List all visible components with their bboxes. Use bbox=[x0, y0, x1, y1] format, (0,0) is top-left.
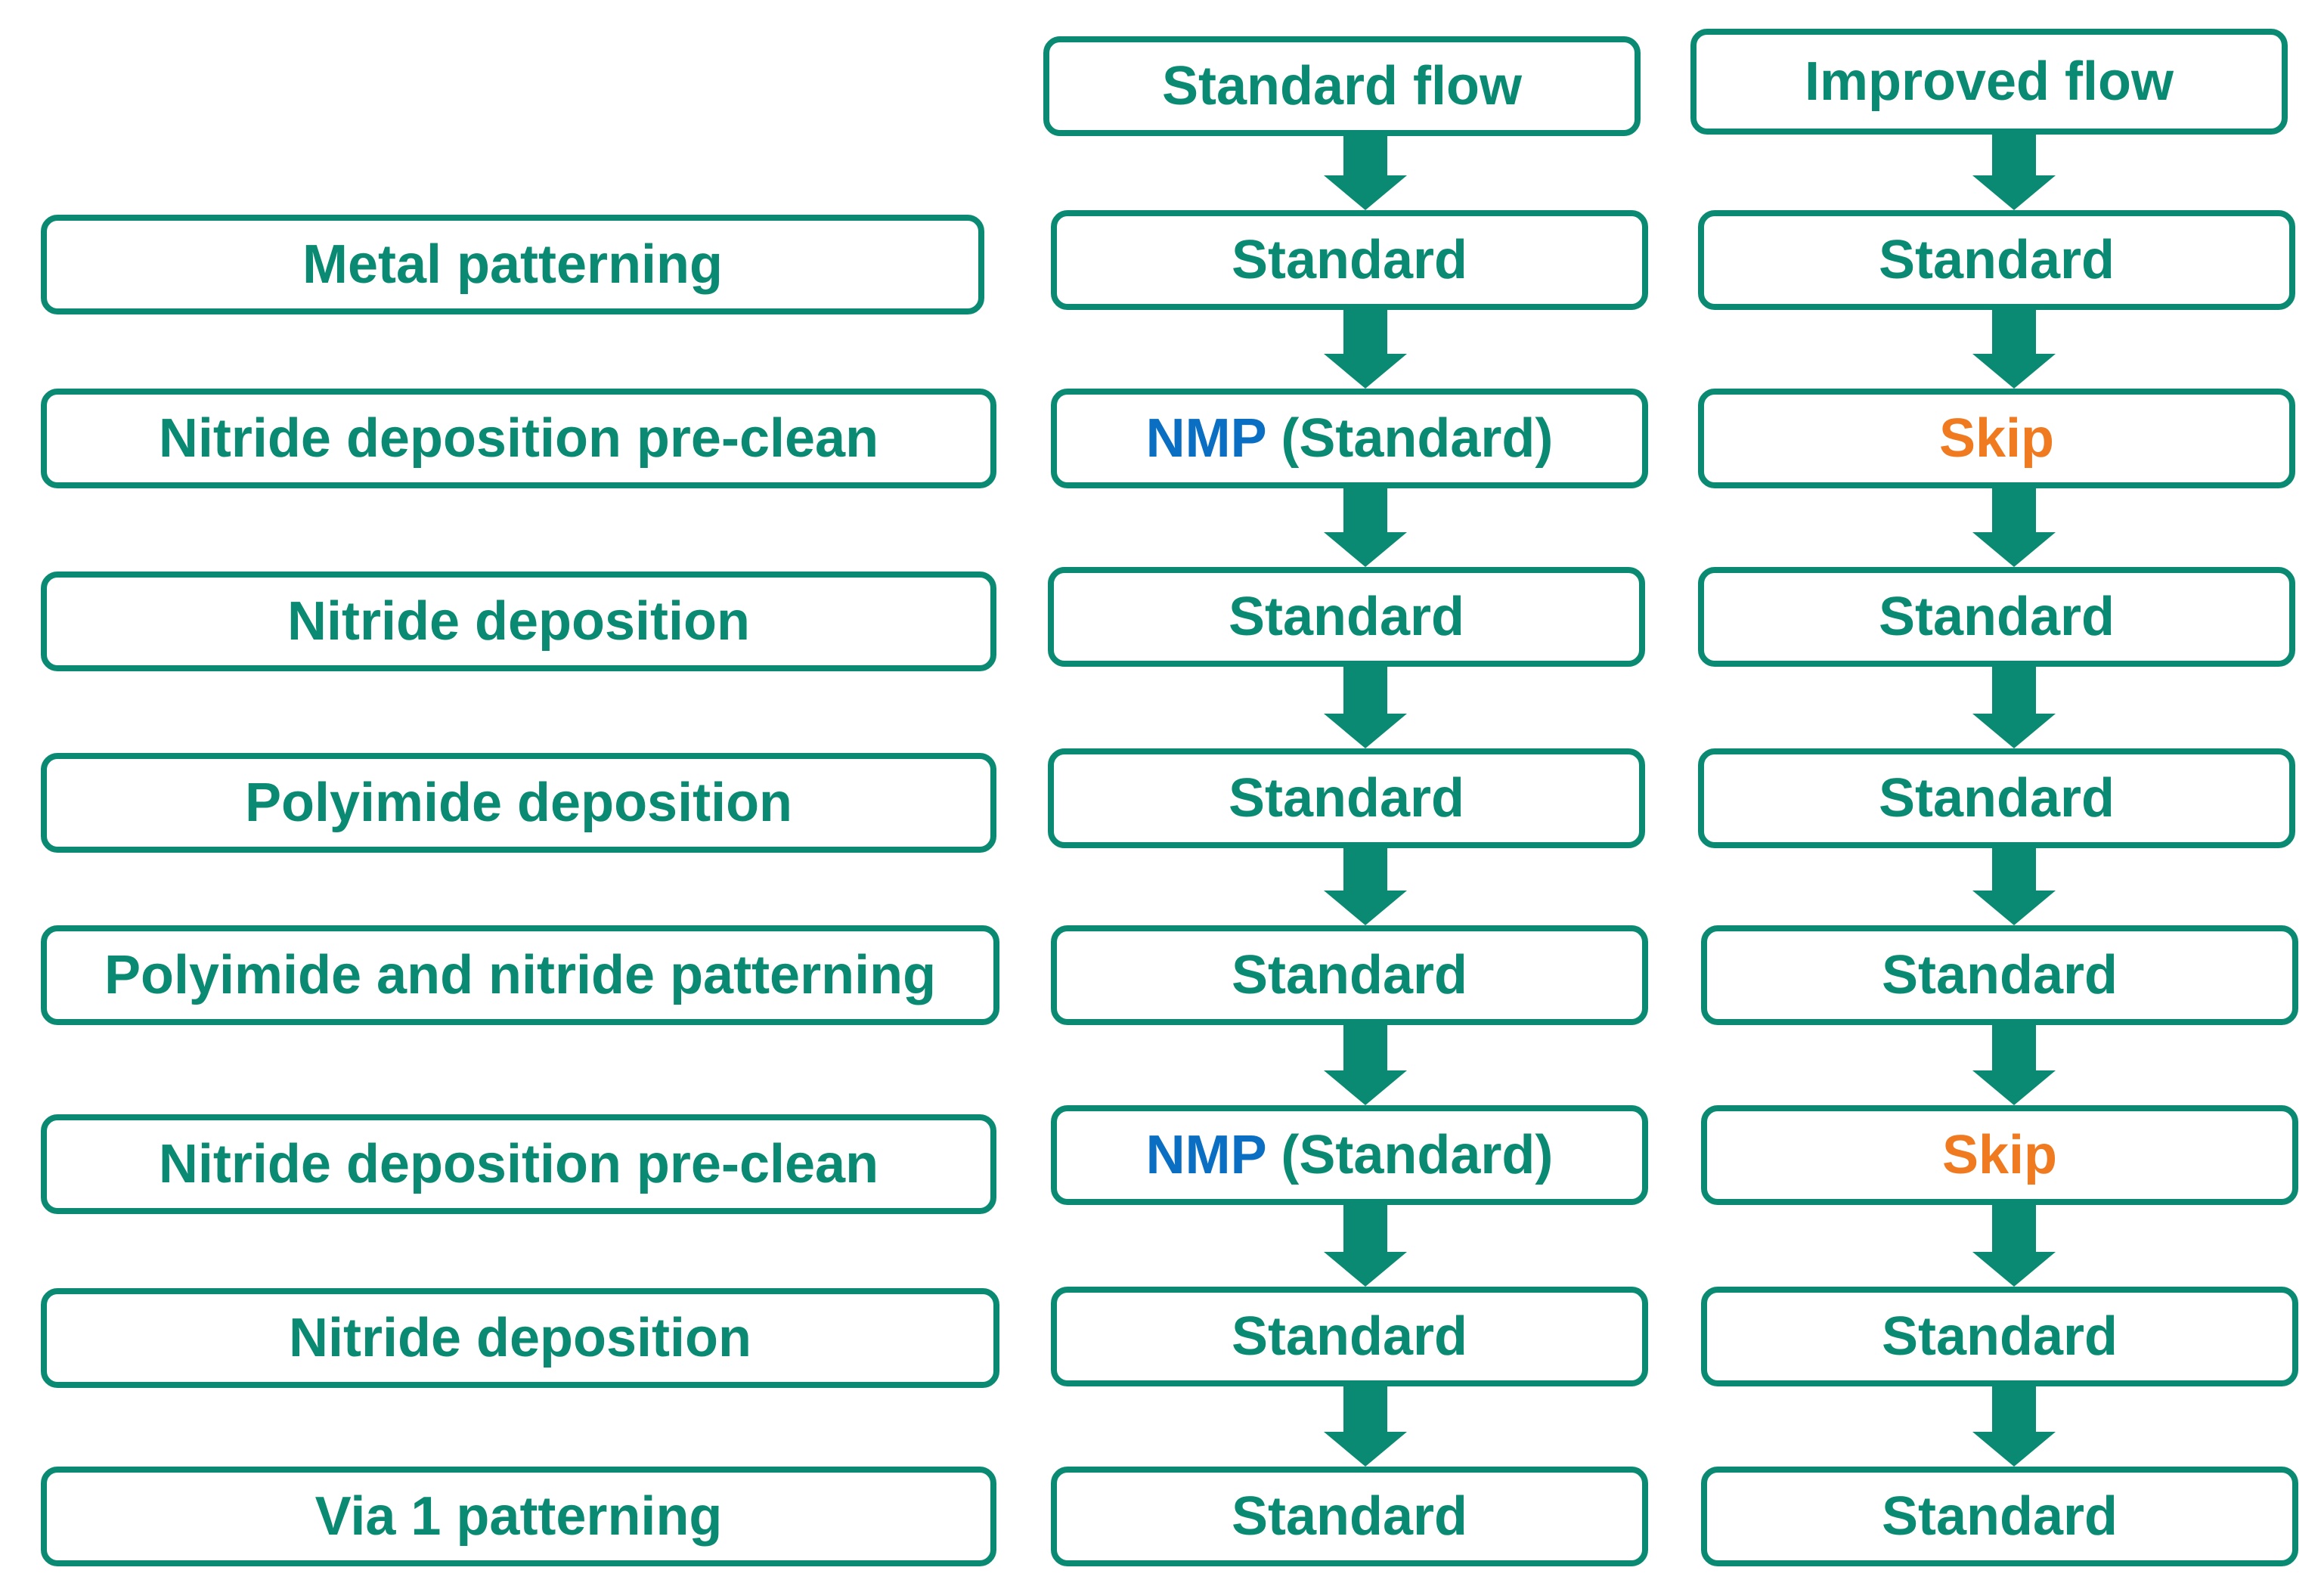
standard-flow-header-label: Standard flow bbox=[1161, 56, 1522, 116]
nmp-label: NMP bbox=[1145, 1125, 1266, 1185]
down-arrow-icon bbox=[1972, 310, 2056, 389]
step-label-box: Nitride deposition bbox=[41, 1288, 999, 1388]
step-label: Nitride deposition pre-clean bbox=[158, 1134, 879, 1194]
down-arrow-icon bbox=[1972, 1025, 2056, 1105]
standard-step-box: Standard bbox=[1051, 1287, 1648, 1386]
standard-step-text: Standard bbox=[1231, 1486, 1468, 1547]
down-arrow-icon bbox=[1972, 848, 2056, 925]
standard-step-box: Standard bbox=[1051, 925, 1648, 1025]
standard-note: (Standard) bbox=[1266, 1125, 1554, 1185]
step-label-box: Via 1 patterning bbox=[41, 1467, 996, 1566]
improved-step-text: Standard bbox=[1878, 230, 2115, 290]
step-label: Metal patterning bbox=[302, 234, 724, 295]
improved-step-box: Standard bbox=[1701, 1287, 2298, 1386]
standard-step-box: Standard bbox=[1051, 1467, 1648, 1566]
step-label: Polyimide and nitride patterning bbox=[104, 945, 937, 1005]
improved-flow-header: Improved flow bbox=[1690, 29, 2288, 135]
down-arrow-icon bbox=[1972, 135, 2056, 210]
down-arrow-icon bbox=[1972, 1205, 2056, 1287]
step-label: Nitride deposition bbox=[289, 1308, 751, 1368]
step-label-box: Polyimide deposition bbox=[41, 753, 996, 853]
improved-step-box: Skip bbox=[1701, 1105, 2298, 1205]
standard-step-box: NMP (Standard) bbox=[1051, 1105, 1648, 1205]
standard-step-text: Standard bbox=[1228, 768, 1465, 829]
step-label: Nitride deposition bbox=[287, 591, 750, 652]
improved-step-box: Standard bbox=[1698, 567, 2295, 667]
down-arrow-icon bbox=[1324, 848, 1407, 925]
improved-step-box: Skip bbox=[1698, 389, 2295, 488]
standard-step-text: Standard bbox=[1231, 1306, 1468, 1367]
step-label-box: Metal patterning bbox=[41, 215, 984, 314]
improved-step-box: Standard bbox=[1698, 210, 2295, 310]
down-arrow-icon bbox=[1324, 310, 1407, 389]
standard-step-box: NMP (Standard) bbox=[1051, 389, 1648, 488]
standard-step-box: Standard bbox=[1051, 210, 1648, 310]
step-label: Nitride deposition pre-clean bbox=[158, 408, 879, 469]
improved-step-box: Standard bbox=[1701, 925, 2298, 1025]
standard-step-text: Standard bbox=[1228, 587, 1465, 647]
step-label: Polyimide deposition bbox=[244, 773, 793, 833]
improved-step-box: Standard bbox=[1698, 748, 2295, 848]
step-label: Via 1 patterning bbox=[315, 1486, 723, 1547]
down-arrow-icon bbox=[1972, 488, 2056, 567]
step-label-box: Nitride deposition pre-clean bbox=[41, 389, 996, 488]
down-arrow-icon bbox=[1324, 1205, 1407, 1287]
step-label-box: Nitride deposition pre-clean bbox=[41, 1114, 996, 1214]
improved-step-text: Standard bbox=[1878, 768, 2115, 829]
down-arrow-icon bbox=[1324, 136, 1407, 210]
down-arrow-icon bbox=[1324, 488, 1407, 567]
improved-step-text: Standard bbox=[1881, 1306, 2118, 1367]
step-label-box: Nitride deposition bbox=[41, 572, 996, 671]
standard-step-text: NMP (Standard) bbox=[1146, 1124, 1554, 1186]
down-arrow-icon bbox=[1324, 1386, 1407, 1467]
improved-step-text: Standard bbox=[1878, 587, 2115, 647]
down-arrow-icon bbox=[1324, 667, 1407, 748]
skip-label: Skip bbox=[1938, 408, 2055, 469]
standard-step-text: Standard bbox=[1231, 230, 1468, 290]
down-arrow-icon bbox=[1972, 667, 2056, 748]
standard-step-box: Standard bbox=[1048, 567, 1645, 667]
standard-step-text: NMP (Standard) bbox=[1146, 407, 1554, 469]
skip-label: Skip bbox=[1941, 1125, 2058, 1185]
improved-step-text: Standard bbox=[1881, 1486, 2118, 1547]
nmp-label: NMP bbox=[1145, 408, 1266, 469]
step-label-box: Polyimide and nitride patterning bbox=[41, 925, 999, 1025]
down-arrow-icon bbox=[1972, 1386, 2056, 1467]
improved-step-box: Standard bbox=[1701, 1467, 2298, 1566]
standard-flow-header: Standard flow bbox=[1043, 36, 1641, 136]
improved-flow-header-label: Improved flow bbox=[1804, 51, 2174, 112]
standard-step-box: Standard bbox=[1048, 748, 1645, 848]
standard-step-text: Standard bbox=[1231, 945, 1468, 1005]
down-arrow-icon bbox=[1324, 1025, 1407, 1105]
improved-step-text: Standard bbox=[1881, 945, 2118, 1005]
standard-note: (Standard) bbox=[1266, 408, 1554, 469]
